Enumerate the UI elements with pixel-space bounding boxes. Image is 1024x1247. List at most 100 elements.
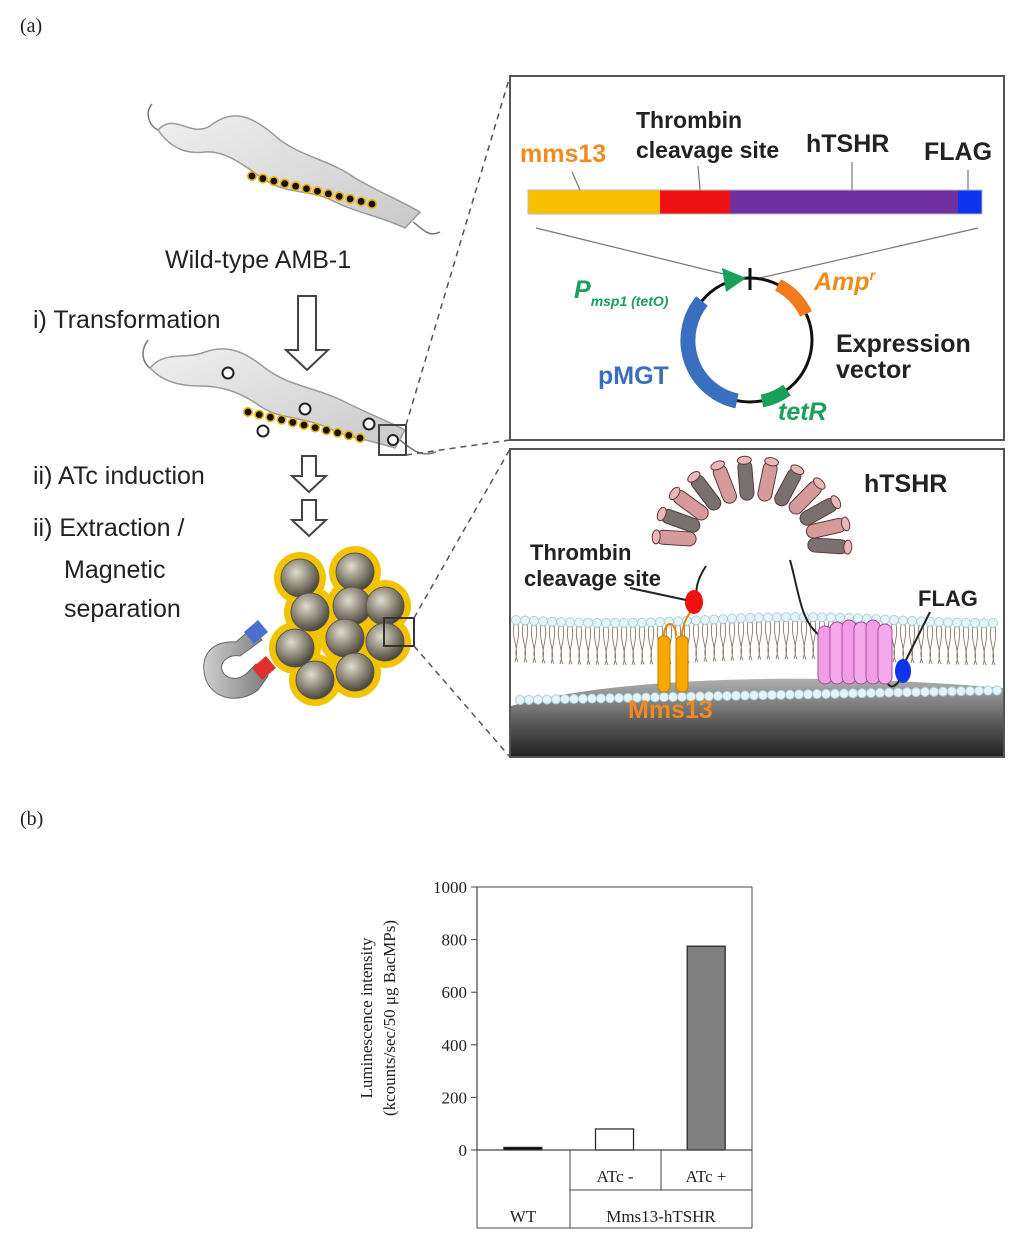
lipid-head [529, 615, 539, 626]
lipid-head [889, 615, 899, 626]
tetr-label: tetR [778, 398, 827, 426]
lipid-tail [701, 623, 709, 663]
y-axis-label-line1: Luminescence intensity [357, 937, 376, 1098]
lipid-head [920, 686, 930, 697]
lipid-head [596, 693, 606, 704]
lipid-tail [593, 626, 601, 666]
lipid-head [866, 687, 876, 698]
bar-atc [686, 945, 726, 1151]
receptor-segment [736, 455, 755, 501]
lipid-head [691, 615, 701, 626]
magnetic-particle [275, 628, 315, 668]
lipid-tail [611, 626, 619, 666]
lipid-head [574, 617, 584, 628]
magnetosome-particle [279, 178, 290, 189]
lipid-head [722, 690, 732, 701]
magnetosome-particle [366, 199, 377, 210]
wild-type-label: Wild-type AMB-1 [165, 246, 351, 274]
group-label-mms13-htshr: Mms13-hTSHR [606, 1207, 716, 1226]
y-axis-label-line2: (kcounts/sec/50 μg BacMPs) [380, 920, 399, 1116]
lipid-head [520, 615, 530, 626]
lipid-head [970, 617, 980, 628]
lipid-head [538, 616, 548, 627]
lipid-tail [638, 626, 646, 665]
receptor-segment [656, 506, 701, 533]
magnetosome-particle [298, 419, 309, 430]
transformed-cell [142, 339, 437, 456]
magnet-icon [203, 620, 276, 699]
lipid-tail [971, 626, 979, 666]
lipid-head [992, 685, 1002, 696]
magnetosome-particle [356, 196, 367, 207]
wild-type-cell [147, 103, 441, 235]
expression-label-line2: vector [836, 356, 911, 384]
lipid-tail [917, 625, 925, 664]
lipid-head [740, 690, 750, 701]
lipid-head [817, 612, 827, 623]
magnetosome-particle [247, 171, 258, 182]
lipid-head [839, 688, 849, 699]
magnetosome-particle [343, 430, 354, 441]
lipid-head [898, 615, 908, 626]
lipid-head [884, 687, 894, 698]
lipid-head [776, 689, 786, 700]
lipid-head [551, 694, 561, 705]
lipid-tail [962, 626, 970, 666]
step-magnetic: Magnetic [64, 556, 165, 584]
plasmid-map [680, 268, 814, 409]
lipid-head [848, 688, 858, 699]
magnetosome-particle [243, 406, 254, 417]
lipid-head [511, 615, 521, 625]
down-arrow-icon [283, 295, 331, 372]
y-tick-label: 200 [442, 1088, 468, 1107]
lipid-head [727, 613, 737, 624]
lipid-tail [539, 625, 547, 664]
lipid-head [956, 686, 966, 697]
lipid-head [934, 617, 944, 628]
lipid-head [794, 689, 804, 700]
magnetic-particle [290, 592, 330, 632]
magnetosome-particle [301, 183, 312, 194]
lipid-head [803, 689, 813, 700]
magnetosome-particle [287, 417, 298, 428]
step-transformation: i) Transformation [33, 306, 221, 334]
membrane-mms13-label: Mms13 [628, 696, 713, 724]
flag-segment [958, 190, 982, 214]
lipid-head [943, 617, 953, 628]
lipid-head [587, 693, 597, 704]
lipid-head [772, 612, 782, 623]
magnetosome-particle [323, 188, 334, 199]
step-extraction: ii) Extraction / [33, 514, 184, 542]
htshr-receptor [651, 455, 853, 555]
thrombin-site-marker [685, 590, 703, 614]
receptor-segment [668, 486, 709, 521]
magnetosome-particle [265, 412, 276, 423]
magnetosome-particle [268, 176, 279, 187]
lipid-head [988, 617, 998, 628]
lipid-head [763, 612, 773, 623]
pmgt-label: pMGT [598, 362, 669, 390]
lipid-tail [746, 621, 754, 661]
lipid-head [605, 693, 615, 704]
y-tick-label: 1000 [433, 878, 467, 897]
lipid-tail [530, 624, 538, 664]
lipid-head [556, 617, 566, 628]
receptor-segment [799, 495, 842, 526]
y-tick-label: 400 [442, 1036, 468, 1055]
lipid-tail [800, 620, 808, 660]
panel-b-label: (b) [20, 808, 43, 830]
lipid-head [655, 617, 665, 628]
lipid-tail [791, 620, 799, 660]
lipid-head [700, 614, 710, 625]
lipid-tail [647, 626, 655, 665]
receptor-segment [710, 460, 737, 504]
magnetosome-particle [321, 425, 332, 436]
lipid-head [569, 693, 579, 704]
lipid-tail [584, 626, 592, 665]
lipid-tail [602, 626, 610, 666]
magnetic-particle [295, 660, 335, 700]
lipid-tail [566, 626, 574, 665]
lipid-head [524, 694, 534, 705]
lipid-tail [980, 626, 988, 666]
